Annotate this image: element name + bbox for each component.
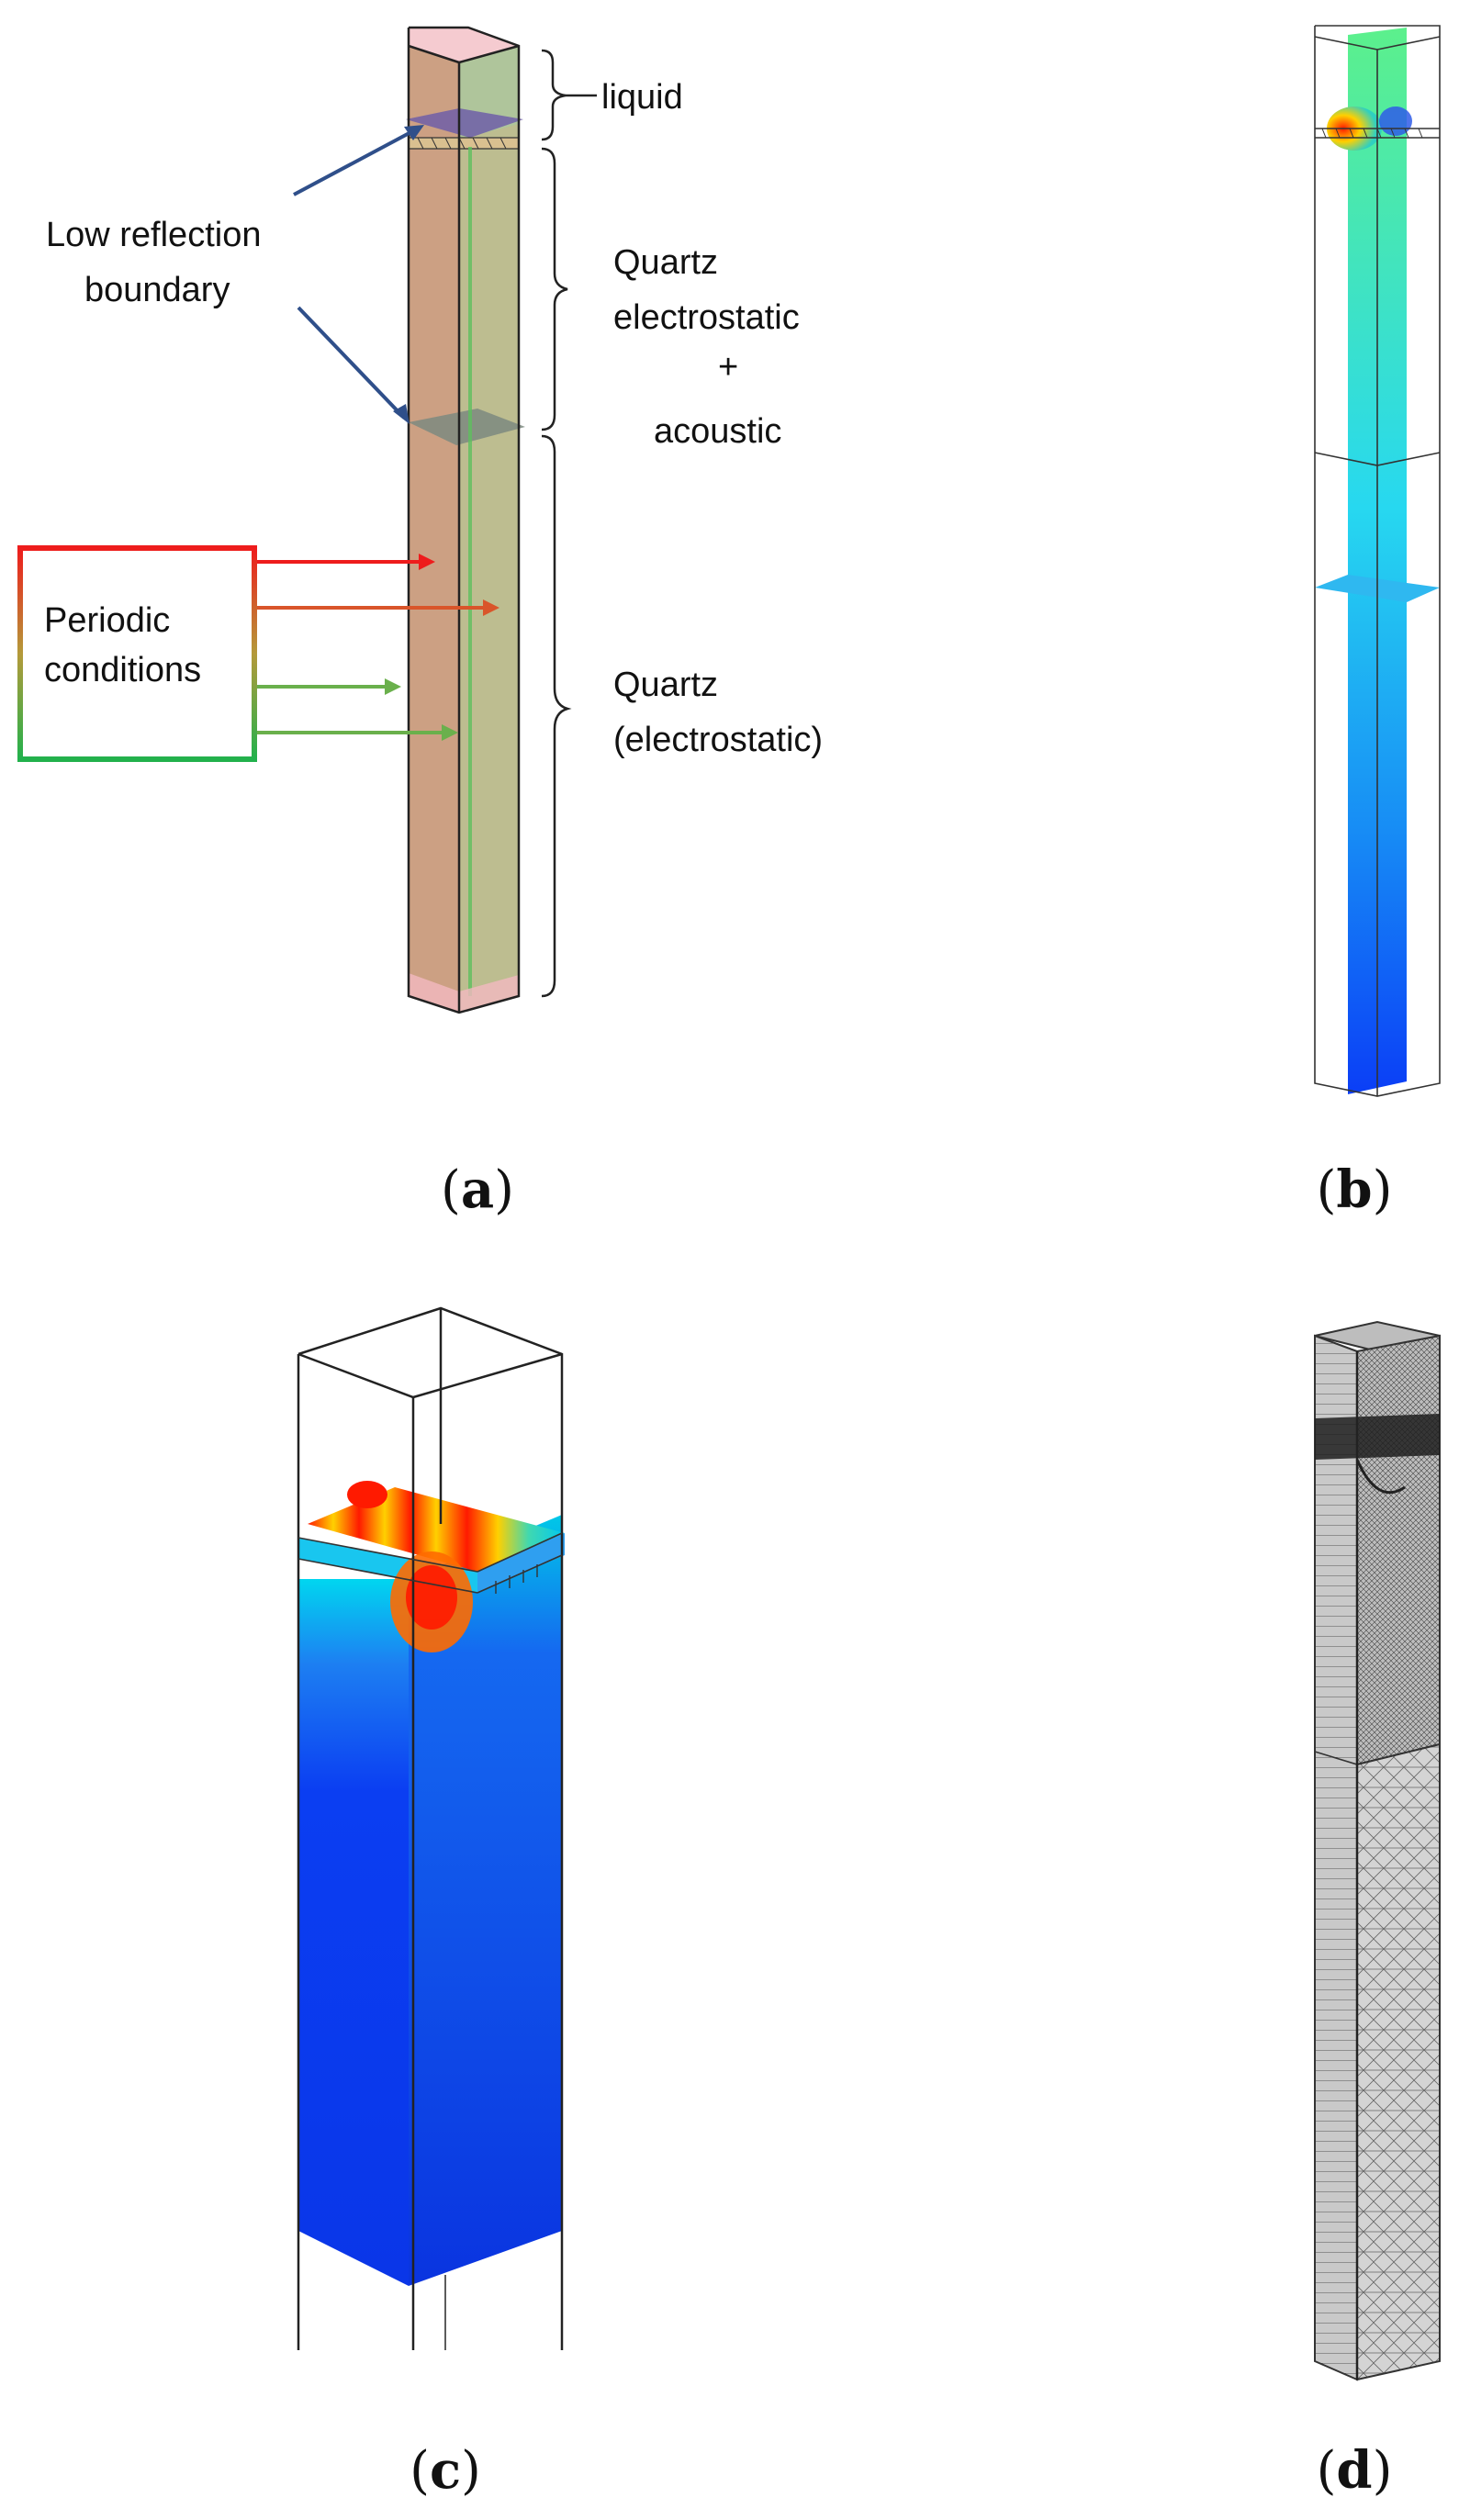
caption-d: (d): [1317, 2440, 1393, 2501]
brace-quartz-es: [541, 434, 572, 998]
periodic-conditions-box: [17, 545, 257, 762]
label-periodic-1: Periodic: [44, 601, 170, 640]
mesh-dense-band: [1315, 1414, 1440, 1460]
column-left-face: [409, 46, 459, 1013]
caption-b: (b): [1317, 1159, 1393, 1220]
low-reflection-boundary-mid: [409, 409, 525, 445]
label-quartz-es-2: (electrostatic): [613, 721, 823, 759]
panel-a-diagram: liquid Low reflection boundary Quartz el…: [17, 26, 823, 1014]
column-right-face: [459, 46, 519, 1013]
panel-b-field-plot: [1314, 25, 1441, 1097]
low-reflection-boundary-top: [406, 108, 523, 138]
label-low-reflection-2: boundary: [84, 271, 230, 309]
field-side-face: [409, 1515, 562, 2286]
label-quartz-ea-2: electrostatic: [613, 298, 800, 337]
panel-d-mesh: [1314, 1320, 1441, 2381]
brace-quartz-ea: [541, 147, 568, 431]
mesh-right-face-lower: [1356, 1742, 1441, 2381]
label-quartz-ea-1: Quartz: [613, 243, 718, 282]
wave-surface: [308, 1487, 565, 1572]
brace-liquid: [541, 49, 567, 141]
mesh-left-face: [1314, 1334, 1358, 2381]
panel-c-field-plot: [297, 1306, 565, 2350]
label-low-reflection-1: Low reflection: [46, 216, 261, 254]
label-liquid: liquid: [601, 78, 683, 117]
label-quartz-ea-3: +: [718, 348, 738, 386]
label-quartz-ea-4: acoustic: [654, 412, 781, 451]
caption-c: (c): [410, 2440, 481, 2501]
field-front-face: [298, 1579, 409, 2286]
label-periodic-2: conditions: [44, 651, 201, 689]
caption-a: (a): [441, 1159, 514, 1220]
mesh-right-face-upper: [1356, 1334, 1441, 1766]
label-quartz-es-1: Quartz: [613, 666, 718, 704]
